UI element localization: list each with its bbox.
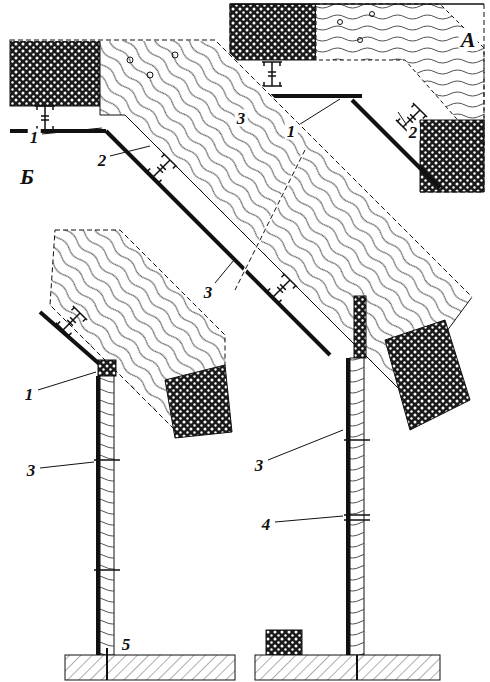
callout-number: 1 <box>28 129 41 146</box>
callout-number: 2 <box>407 124 420 141</box>
callout-number: 1 <box>285 123 298 140</box>
callout-number: 3 <box>235 110 248 127</box>
view-letter: А <box>459 29 478 51</box>
view-letter: Б <box>18 166 36 188</box>
detail-b-left <box>38 230 235 680</box>
callout-number: 2 <box>96 152 109 169</box>
callout-number: 3 <box>25 462 38 479</box>
callout-number: 3 <box>253 457 266 474</box>
callout-number: 5 <box>120 636 133 653</box>
callout-number: 3 <box>202 284 215 301</box>
right-knee-wall <box>255 296 440 680</box>
callout-number: 4 <box>260 516 273 533</box>
detail-b-main <box>10 40 472 430</box>
callout-number: 1 <box>23 386 36 403</box>
